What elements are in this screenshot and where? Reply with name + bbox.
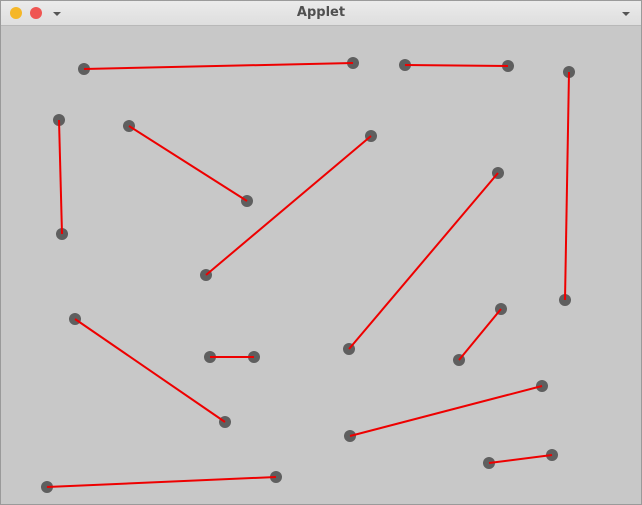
title-bar[interactable]: Applet <box>1 1 641 26</box>
title-menu-icon[interactable] <box>622 12 630 16</box>
segment-line-1 <box>404 64 509 67</box>
segment-line-5 <box>205 135 372 276</box>
window-title: Applet <box>296 5 346 20</box>
close-button[interactable] <box>30 7 42 19</box>
segment-line-9 <box>458 308 502 361</box>
segment-line-7 <box>74 318 226 423</box>
segment-line-10 <box>349 385 543 437</box>
segment-line-0 <box>83 62 354 70</box>
minimize-button[interactable] <box>10 7 22 19</box>
segment-line-11 <box>488 454 553 464</box>
window-menu-icon[interactable] <box>53 12 61 16</box>
applet-canvas[interactable] <box>1 26 641 504</box>
segment-line-12 <box>46 476 277 488</box>
segment-line-6 <box>348 172 499 350</box>
segment-line-2 <box>564 71 570 301</box>
segment-line-4 <box>128 125 248 202</box>
scene-svg[interactable] <box>1 26 641 504</box>
segment-line-3 <box>58 119 63 235</box>
